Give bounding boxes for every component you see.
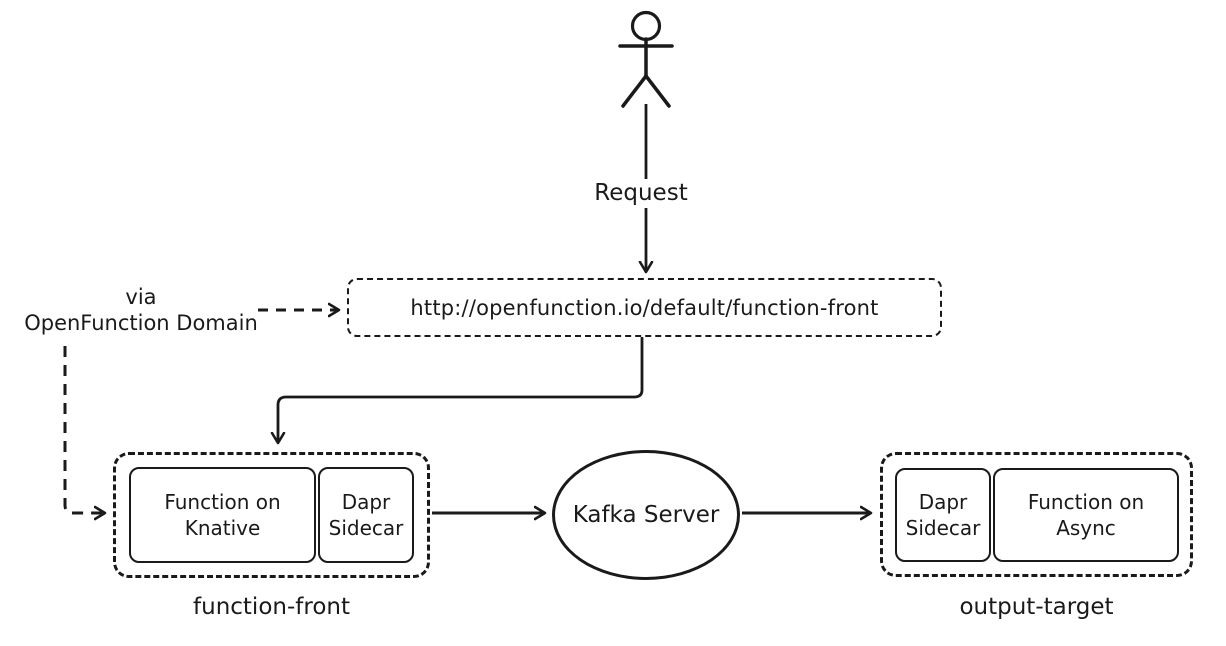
elbow-arrow-url-to-function-front: [278, 336, 644, 442]
dapr-sidecar-box-target: Dapr Sidecar: [895, 468, 991, 562]
dashed-link-domain-to-function-front: [63, 346, 104, 513]
kafka-server-label: Kafka Server: [572, 502, 720, 528]
url-endpoint-text: http://openfunction.io/default/function-…: [410, 295, 879, 320]
dapr-sidecar-label-front: Dapr Sidecar: [328, 490, 404, 540]
dapr-sidecar-box-front: Dapr Sidecar: [318, 467, 414, 563]
output-target-caption: output-target: [959, 594, 1114, 620]
dapr-sidecar-label-target: Dapr Sidecar: [905, 490, 981, 540]
via-domain-label-line1: via: [125, 285, 157, 309]
function-on-async-label: Function on Async: [1027, 490, 1145, 540]
function-on-knative-label: Function on Knative: [164, 490, 281, 540]
function-front-caption: function-front: [193, 594, 350, 620]
via-domain-label-line2: OpenFunction Domain: [24, 311, 258, 335]
via-domain-label: via OpenFunction Domain: [10, 284, 272, 336]
request-label: Request: [585, 179, 697, 208]
function-on-async-box: Function on Async: [993, 468, 1179, 562]
person-icon: [618, 10, 674, 108]
kafka-server-node: Kafka Server: [552, 450, 740, 580]
output-target-group: Dapr Sidecar Function on Async: [880, 452, 1193, 577]
function-on-knative-box: Function on Knative: [129, 467, 316, 563]
function-front-group: Function on Knative Dapr Sidecar: [113, 452, 430, 578]
url-endpoint-box: http://openfunction.io/default/function-…: [347, 278, 942, 337]
